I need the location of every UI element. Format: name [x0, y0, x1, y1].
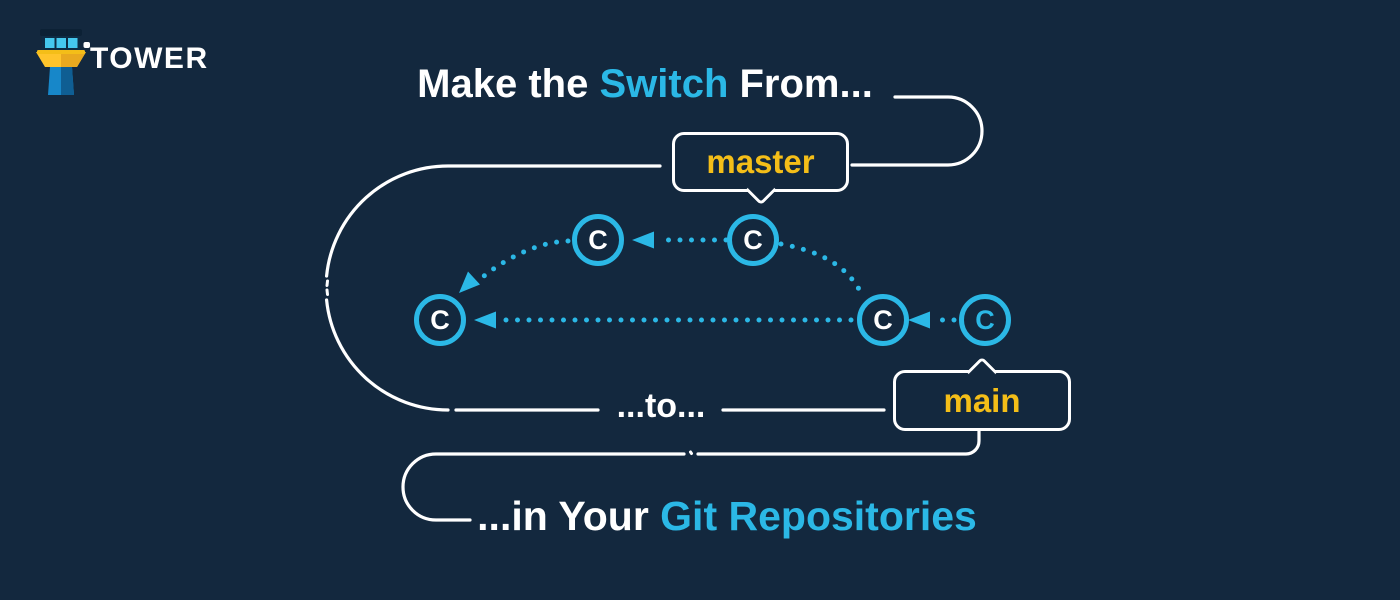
flow-line-left-loop-upper [325, 164, 662, 278]
to-text: ...to... [616, 387, 706, 425]
flow-line-bottom-right [696, 424, 981, 456]
commit-node-head: C [959, 294, 1011, 346]
arrow-left-icon [474, 311, 496, 329]
headline-pre: Make the [417, 62, 600, 106]
commit-letter: C [743, 224, 763, 255]
branch-label-main-text: main [943, 381, 1021, 419]
flow-line-top [850, 95, 984, 167]
flow-line-tick [325, 279, 329, 287]
commit-node: C [414, 294, 466, 346]
footer-text: ...in Your Git Repositories [477, 493, 977, 540]
arrow-left-icon [632, 231, 654, 249]
commit-node: C [857, 294, 909, 346]
commit-edge-branch-curve [481, 238, 571, 279]
commit-letter: C [588, 224, 608, 255]
headline-highlight: Switch [599, 62, 729, 106]
brand-name: TOWER [90, 42, 209, 75]
headline: Make the Switch From... [417, 62, 873, 107]
flow-line-bottom-left [401, 452, 686, 522]
arrow-downleft-icon [459, 271, 480, 293]
commit-letter: C [430, 304, 450, 335]
branch-label-main: main [893, 370, 1071, 431]
headline-post: From... [728, 62, 873, 106]
flow-line-tick [689, 450, 693, 455]
commit-letter: C [873, 304, 893, 335]
branch-label-master: master [672, 132, 849, 192]
control-tower-icon [36, 29, 90, 95]
commit-node: C [572, 214, 624, 266]
commit-edge-merge-curve [778, 241, 866, 300]
commit-node: C [727, 214, 779, 266]
flow-line-tick [325, 288, 329, 296]
commit-letter: C [975, 304, 995, 335]
flow-line-left-loop-lower [325, 298, 450, 412]
footer-pre: ...in Your [477, 493, 661, 539]
footer-highlight: Git Repositories [660, 493, 977, 539]
arrow-left-icon [908, 311, 930, 329]
branch-label-master-text: master [706, 143, 815, 180]
